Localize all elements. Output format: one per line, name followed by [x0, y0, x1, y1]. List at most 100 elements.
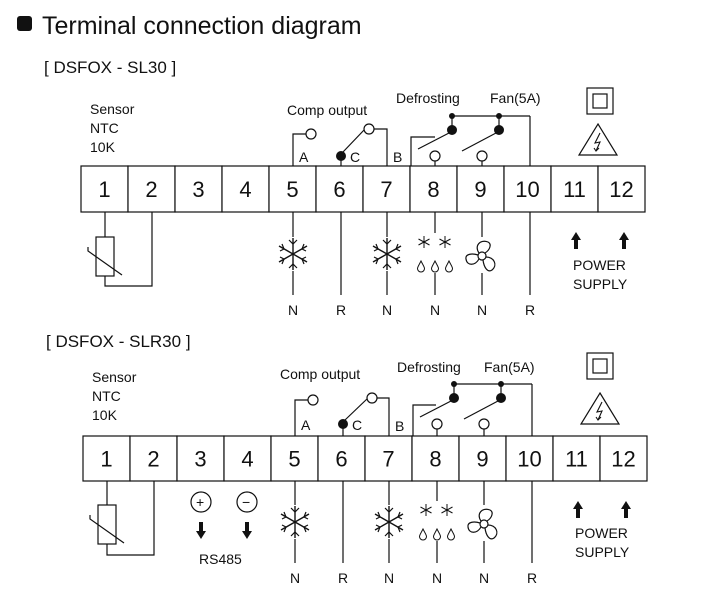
wire-label: N — [288, 302, 298, 318]
terminal-number: 2 — [147, 447, 159, 472]
terminal-number: 5 — [286, 177, 298, 202]
power-label: POWER — [573, 257, 626, 273]
rs485-arrow-icon — [242, 522, 252, 539]
defrost-contact-icon — [447, 125, 457, 135]
contact-a-icon — [307, 394, 319, 406]
rs485-label: RS485 — [199, 551, 242, 567]
contact-b-icon — [363, 123, 375, 135]
wire-label: R — [338, 570, 348, 586]
rs485-arrow-icon — [196, 522, 206, 539]
terminal-number: 5 — [288, 447, 300, 472]
compressor-icon — [374, 505, 404, 539]
terminal-cell — [176, 435, 225, 482]
terminal-cell — [550, 165, 599, 213]
comp-switch-arm — [342, 128, 366, 153]
frame-inner-icon — [592, 93, 608, 109]
wire-label: N — [479, 570, 489, 586]
defrosting-label: Defrosting — [397, 359, 461, 375]
contact-b-label: B — [395, 418, 404, 434]
defrosting-label: Defrosting — [396, 90, 460, 106]
model-label: [ DSFOX - SLR30 ] — [46, 332, 191, 351]
water-drop-icon — [419, 528, 427, 541]
comp-output-label: Comp output — [287, 102, 367, 118]
contact-c-label: C — [350, 149, 360, 165]
compressor-icon — [278, 237, 308, 271]
ntc-label: NTC — [92, 388, 121, 404]
terminal-number: 8 — [427, 177, 439, 202]
relay-common-wire — [410, 136, 435, 166]
defrost-switch-arm — [419, 400, 452, 418]
terminal-cell — [597, 165, 646, 213]
terminal-number: 11 — [563, 177, 586, 202]
fan-out-icon — [478, 418, 490, 430]
fan-out-icon — [476, 150, 488, 162]
contact-c-label: C — [352, 417, 362, 433]
sensor-return-wire — [106, 481, 155, 556]
power-arrow-icon — [621, 501, 631, 518]
wire-label: N — [430, 302, 440, 318]
terminal-number: 10 — [517, 447, 541, 472]
terminal-number: 6 — [335, 447, 347, 472]
comp-wire-a — [294, 399, 308, 436]
diagram-slr30: [ DSFOX - SLR30 ] Sensor NTC 10K Comp ou… — [46, 332, 648, 586]
terminal-cell — [129, 435, 178, 482]
terminal-cell — [221, 165, 270, 213]
comp-switch-arm — [344, 397, 369, 421]
wire-label: R — [527, 570, 537, 586]
terminal-cell — [315, 165, 364, 213]
ntc-sensor-icon — [97, 504, 117, 545]
contact-a-icon — [305, 128, 317, 140]
supply-label: SUPPLY — [573, 276, 628, 292]
compressor-icon — [372, 237, 402, 271]
model-label: [ DSFOX - SL30 ] — [44, 58, 176, 77]
comp-wire-a — [292, 133, 306, 166]
comp-wire-b — [377, 397, 390, 436]
terminal-cell — [458, 435, 507, 482]
terminal-number: 7 — [382, 447, 394, 472]
terminal-number: 12 — [609, 177, 633, 202]
power-label: POWER — [575, 525, 628, 541]
power-arrow-icon — [573, 501, 583, 518]
power-arrow-icon — [619, 232, 629, 249]
page-title: Terminal connection diagram — [42, 12, 362, 40]
wire-label: N — [477, 302, 487, 318]
ntc-sensor-slash — [87, 247, 123, 276]
terminal-cell — [223, 435, 272, 482]
terminal-cell — [456, 165, 505, 213]
terminal-number: 9 — [474, 177, 486, 202]
fan-label: Fan(5A) — [490, 90, 541, 106]
bottom-labels: N R N N N R — [288, 302, 535, 318]
power-arrow-icon — [571, 232, 581, 249]
terminal-number: 11 — [565, 447, 588, 472]
defrost-icon — [441, 503, 453, 517]
title-bullet — [17, 16, 32, 31]
defrost-out-icon — [429, 150, 441, 162]
supply-label: SUPPLY — [575, 544, 630, 560]
terminal-cell — [80, 165, 129, 213]
rs485-minus-icon — [236, 491, 258, 513]
fan-contact-icon — [494, 125, 504, 135]
terminal-cell — [599, 435, 648, 482]
terminal-number: 1 — [98, 177, 110, 202]
fan-switch-arm — [463, 400, 499, 420]
wire-label: R — [525, 302, 535, 318]
rs485-plus-sign: + — [196, 494, 204, 510]
contact-a-label: A — [299, 149, 309, 165]
resistance-label: 10K — [92, 407, 118, 423]
resistance-label: 10K — [90, 139, 116, 155]
frame-icon — [586, 87, 614, 115]
terminal-number: 12 — [611, 447, 635, 472]
water-drop-icon — [417, 260, 425, 273]
terminal-number: 7 — [380, 177, 392, 202]
defrost-contact-icon — [449, 393, 459, 403]
comp-output-label: Comp output — [280, 366, 360, 382]
terminal-number: 4 — [241, 447, 253, 472]
terminal-number: 4 — [239, 177, 251, 202]
fan-switch-arm — [461, 132, 497, 152]
high-voltage-icon — [580, 392, 620, 425]
wire-label: N — [382, 302, 392, 318]
terminal-cell — [552, 435, 601, 482]
